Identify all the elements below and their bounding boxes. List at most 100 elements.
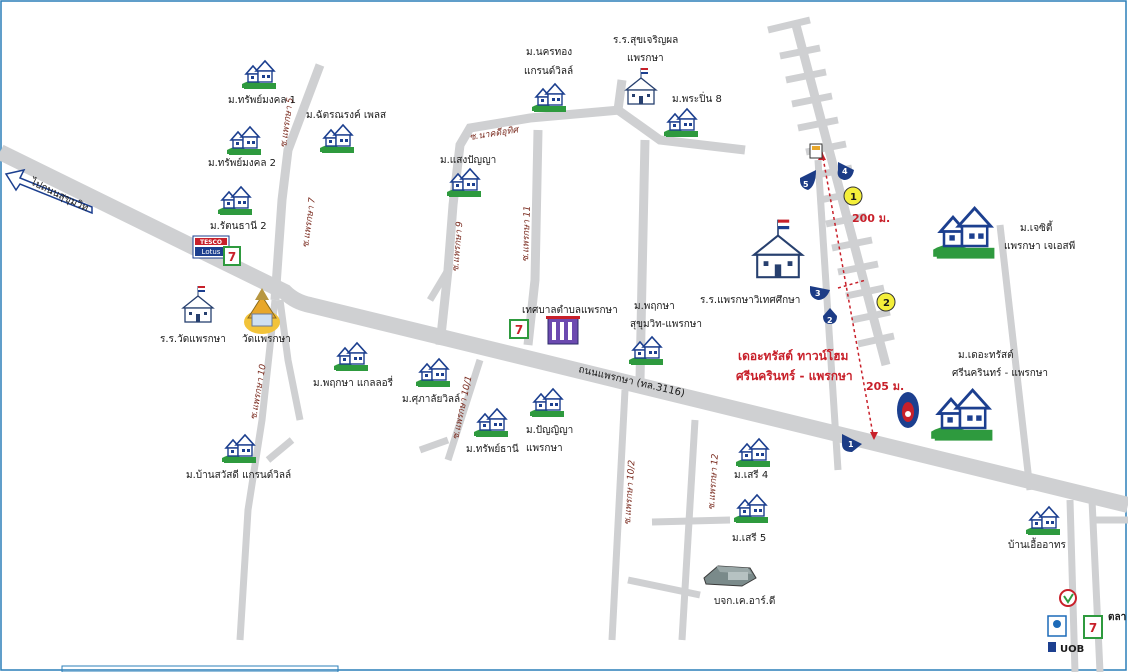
place-sap-mongkol-2[interactable]: ม.ทรัพย์มงคล 2 <box>208 126 276 169</box>
seven-eleven-icon <box>1083 615 1103 639</box>
svg-text:แพรกษา เจเอสพี: แพรกษา เจเอสพี <box>1004 240 1075 252</box>
place-rattanathani-2[interactable]: ม.รัตนธานี 2 <box>210 186 267 232</box>
house-icon <box>531 83 567 113</box>
svg-text:Lotus: Lotus <box>202 248 221 256</box>
svg-text:ม.รัตนธานี 2: ม.รัตนธานี 2 <box>210 220 267 232</box>
svg-text:แพรกษา: แพรกษา <box>526 443 563 454</box>
school-icon <box>625 67 657 105</box>
legend-box <box>61 665 339 672</box>
svg-text:4: 4 <box>842 167 848 176</box>
svg-text:ศรีนครินทร์ - แพรกษา: ศรีนครินทร์ - แพรกษา <box>952 367 1048 379</box>
svg-text:ม.ทรัพย์มงคล 1: ม.ทรัพย์มงคล 1 <box>228 94 296 106</box>
marker-5[interactable]: 5 <box>800 170 816 190</box>
distance-200: 200 ม. <box>852 212 890 225</box>
svg-text:ม.พระปิ่น 8: ม.พระปิ่น 8 <box>672 91 722 105</box>
svg-text:ม.ฉัตรณรงค์ เพลส: ม.ฉัตรณรงค์ เพลส <box>306 109 386 121</box>
svg-text:ม.เสรี 5: ม.เสรี 5 <box>732 532 766 544</box>
house-icon <box>473 408 509 438</box>
place-pruksa-sukhumvit[interactable]: ม.พฤกษา สุขุมวิท-แพรกษา <box>628 301 702 366</box>
uob-logo-icon <box>1048 642 1056 652</box>
road-label-soi7: ซ.แพรกษา 7 <box>301 197 318 249</box>
circle-2[interactable]: 2 <box>876 292 896 312</box>
circle-1[interactable]: 1 <box>843 186 863 206</box>
place-nakhonthong[interactable]: ม.นครทอง แกรนด์วิลล์ <box>524 47 573 113</box>
place-chattarong[interactable]: ม.ฉัตรณรงค์ เพลส <box>306 109 386 154</box>
place-school-tech[interactable]: ร.ร.แพรกษาวิเทศศึกษา <box>700 218 804 306</box>
svg-text:5: 5 <box>803 180 809 189</box>
place-school-wat[interactable]: ร.ร.วัดแพรกษา <box>160 285 226 345</box>
place-saeri-5[interactable]: ม.เสรี 5 <box>732 494 769 544</box>
road-label-soi11: ซ.แพรกษา 11 <box>521 205 533 262</box>
road-label-soi9: ซ.แพรกษา 9 <box>451 221 465 273</box>
road-label-soi10-2: ซ.แพรกษา 10/2 <box>623 459 638 525</box>
svg-text:แพรกษา: แพรกษา <box>627 53 664 64</box>
svg-text:วัดแพรกษา: วัดแพรกษา <box>242 334 291 345</box>
place-baan-sawasdee[interactable]: ม.บ้านสวัสดี แกรนด์วิลล์ <box>186 434 291 481</box>
svg-text:7: 7 <box>228 250 236 264</box>
svg-text:ม.ทรัพย์มงคล 2: ม.ทรัพย์มงคล 2 <box>208 157 276 169</box>
svg-text:ม.ทรัพย์ธานี: ม.ทรัพย์ธานี <box>466 443 519 455</box>
svg-text:ร.ร.แพรกษาวิเทศศึกษา: ร.ร.แพรกษาวิเทศศึกษา <box>700 294 800 306</box>
house-icon <box>221 434 257 464</box>
ptt-station-icon <box>897 392 919 428</box>
marker-3[interactable]: 3 <box>810 286 830 300</box>
house-icon <box>241 60 277 90</box>
factory-icon <box>703 565 757 587</box>
svg-text:7: 7 <box>515 323 523 337</box>
place-the-trust[interactable]: ม.เดอะทรัสต์ ศรีนครินทร์ - แพรกษา <box>929 349 1048 443</box>
place-sap-thani[interactable]: ม.ทรัพย์ธานี <box>466 408 519 455</box>
place-saengpanya[interactable]: ม.แสงปัญญา <box>440 155 496 198</box>
svg-text:1: 1 <box>848 440 854 449</box>
marker-1[interactable]: 1 <box>842 434 862 452</box>
svg-text:ม.แสงปัญญา: ม.แสงปัญญา <box>440 155 496 166</box>
tesco-lotus-store[interactable]: TESCO Lotus <box>192 235 230 259</box>
svg-text:ม.เจซิตี้: ม.เจซิตี้ <box>1020 220 1053 234</box>
svg-text:แกรนด์วิลล์: แกรนด์วิลล์ <box>524 65 573 77</box>
temple-icon <box>244 288 280 334</box>
svg-text:ม.นครทอง: ม.นครทอง <box>526 47 572 58</box>
road-label-soi12: ซ.แพรกษา 12 <box>707 453 721 510</box>
project-route <box>809 143 878 441</box>
house-icon <box>226 126 262 156</box>
place-baan-ua[interactable]: บ้านเอื้ออาทร <box>1008 506 1066 551</box>
place-chichi[interactable]: ม.เจซิตี้ แพรกษา เจเอสพี <box>931 206 1075 261</box>
place-wat[interactable]: วัดแพรกษา <box>242 288 291 345</box>
house-icon <box>333 342 369 372</box>
place-krd[interactable]: บจก.เค.อาร์.ดี <box>703 565 775 607</box>
svg-text:ม.ปัญญิญา: ม.ปัญญิญา <box>526 425 573 436</box>
place-panya[interactable]: ม.ปัญญิญา แพรกษา <box>526 388 573 454</box>
place-bank-area[interactable]: 7 UOB ตลา <box>1047 589 1126 655</box>
svg-text:ม.เดอะทรัสต์: ม.เดอะทรัสต์ <box>958 349 1014 361</box>
house-icon <box>663 108 699 138</box>
place-municipal[interactable]: 7 เทศบาลตำบลแพรกษา <box>509 305 618 345</box>
seven-eleven-store[interactable]: 7 <box>223 246 241 266</box>
svg-text:3: 3 <box>815 289 821 298</box>
svg-text:ม.ศุภาลัยวิลล์: ม.ศุภาลัยวิลล์ <box>402 393 460 405</box>
road-label-soi10-1: ซ.แพรกษา 10/1 <box>451 375 474 441</box>
project-name-line2: ศรีนครินทร์ - แพรกษา <box>736 369 853 383</box>
place-saeri-4[interactable]: ม.เสรี 4 <box>734 438 771 481</box>
svg-text:ม.บ้านสวัสดี แกรนด์วิลล์: ม.บ้านสวัสดี แกรนด์วิลล์ <box>186 469 291 481</box>
svg-text:UOB: UOB <box>1060 644 1084 655</box>
school-icon <box>182 285 214 323</box>
marker-2[interactable]: 2 <box>823 308 837 325</box>
svg-text:บจก.เค.อาร์.ดี: บจก.เค.อาร์.ดี <box>714 595 775 607</box>
place-pruksa-gallery[interactable]: ม.พฤกษา แกลลอรี่ <box>313 342 394 389</box>
svg-text:สุขุมวิท-แพรกษา: สุขุมวิท-แพรกษา <box>630 319 702 330</box>
place-supalai[interactable]: ม.ศุภาลัยวิลล์ <box>402 358 460 405</box>
seven-eleven-icon: 7 <box>509 319 529 339</box>
place-school-sukcharoen[interactable]: ร.ร.สุขเจริญผล แพรกษา <box>613 35 678 105</box>
place-sap-mongkol-1[interactable]: ม.ทรัพย์มงคล 1 <box>228 60 296 106</box>
seven-eleven-icon <box>223 246 241 266</box>
house-icon <box>415 358 451 388</box>
svg-text:TESCO: TESCO <box>200 239 222 246</box>
svg-text:ม.พฤกษา: ม.พฤกษา <box>634 301 675 312</box>
office-building-icon <box>546 316 580 345</box>
marker-4[interactable]: 4 <box>837 162 854 180</box>
school-icon <box>752 218 804 279</box>
place-praphin-8[interactable]: ม.พระปิ่น 8 <box>663 91 722 138</box>
svg-text:ร.ร.สุขเจริญผล: ร.ร.สุขเจริญผล <box>613 35 678 46</box>
main-road <box>0 144 1128 513</box>
